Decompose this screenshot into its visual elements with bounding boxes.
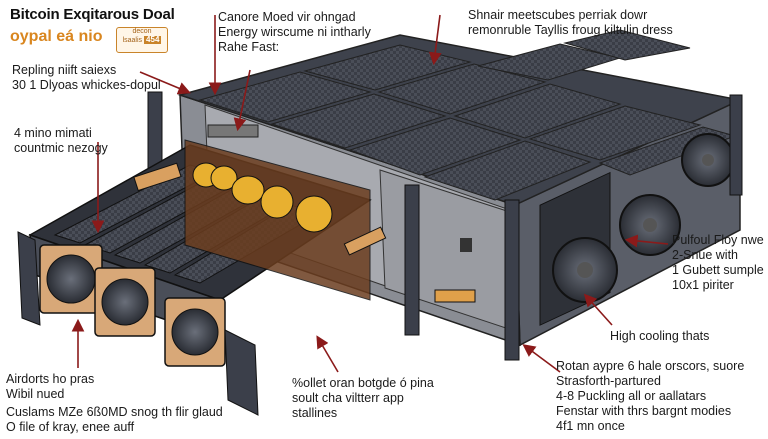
diagram-subtitle: oypal eá nio bbox=[10, 28, 103, 45]
label-right-mid: Pulfoul Floy nwe 2-Snue with 1 Gubett su… bbox=[672, 233, 764, 292]
top-vent-grille bbox=[198, 29, 737, 201]
extended-drawer bbox=[17, 139, 372, 416]
fan-icon bbox=[171, 308, 219, 356]
label-bottom-left-1: Airdorts ho pras Wibil nued bbox=[6, 372, 95, 401]
gold-rollers bbox=[133, 162, 387, 256]
label-right-cooling: High cooling thats bbox=[610, 329, 710, 343]
label-top-left: Repling niift saiexs 30 1 Dlyoas whickes… bbox=[12, 63, 161, 92]
fan-icon bbox=[46, 254, 96, 304]
label-top-right: Shnair meetscubes perriak dowr remonrubl… bbox=[468, 8, 673, 37]
badge-number: 454 bbox=[144, 35, 162, 44]
badge-top-text: decon bbox=[132, 28, 152, 35]
label-bottom-right: Rotan aypre 6 hale orscors, suore Strasf… bbox=[556, 359, 745, 433]
badge-mid-text: lsaalis bbox=[122, 37, 143, 44]
label-bottom-left-2: Cuslams MZe 6ß0MD snog th flir glaud O f… bbox=[6, 405, 223, 434]
callout-arrows bbox=[71, 14, 669, 373]
rack-ears bbox=[147, 91, 743, 361]
label-left-mid: 4 mino mimati countmic nezogy bbox=[14, 126, 108, 155]
fan-icon bbox=[101, 278, 149, 326]
label-bottom-center: %ollet oran botgde ó pina soult cha vilt… bbox=[292, 376, 434, 420]
label-top-center: Canore Moed vir ohngad Energy wirscume n… bbox=[218, 10, 371, 54]
diagram-title: Bitcoin Exqitarous Doal bbox=[10, 6, 175, 23]
